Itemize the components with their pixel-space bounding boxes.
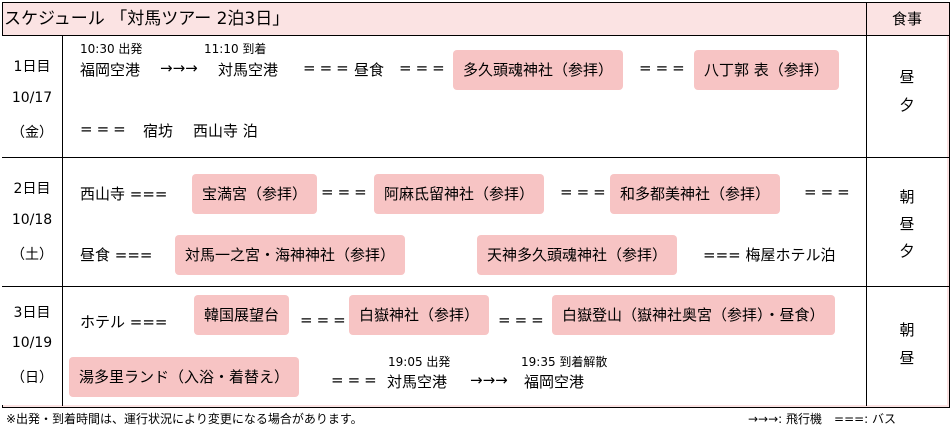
place-text: 対馬空港 xyxy=(387,373,448,391)
meal-cell: 昼 夕 xyxy=(867,36,947,157)
day-cell: 1日目 10/17 （金） xyxy=(2,36,62,157)
row-divider xyxy=(2,35,949,36)
meal-cell: 朝 昼 夕 xyxy=(867,158,947,286)
day-label: 2日目 xyxy=(13,181,51,197)
spot-highlight: 韓国展望台 xyxy=(194,295,290,335)
departure-time: 10:30 出発 xyxy=(80,42,143,56)
meal-item: 昼 xyxy=(899,215,915,233)
flight-arrow: →→→ xyxy=(160,59,198,77)
spot-highlight: 多久頭魂神社（参拝） xyxy=(453,50,624,90)
place-text: 西山寺 泊 xyxy=(193,122,258,140)
flight-arrow: →→→ xyxy=(470,371,508,389)
row-divider xyxy=(2,157,949,158)
footer-note: ※出発・到着時間は、運行状況により変更になる場合があります。 xyxy=(6,412,363,426)
arrival-time: 19:35 到着解散 xyxy=(521,355,608,369)
meal-item: 昼 xyxy=(899,68,915,86)
page-title: スケジュール 「対馬ツアー 2泊3日」 xyxy=(4,9,290,29)
meal-item: 夕 xyxy=(899,242,915,260)
meal-cell: 朝 昼 xyxy=(867,287,947,405)
spot-highlight: 白嶽登山（嶽神社奥宮（参拝）・昼食） xyxy=(552,295,835,335)
place-text: 福岡空港 xyxy=(524,373,585,391)
meal-item: 朝 xyxy=(899,188,915,206)
place-text: 福岡空港 xyxy=(80,61,141,79)
place-text: 西山寺 === xyxy=(80,185,168,203)
day-date: 10/17 xyxy=(11,90,53,106)
spot-highlight: 白嶽神社（参拝） xyxy=(349,295,490,335)
spot-highlight: 湯多里ランド（入浴・着替え） xyxy=(69,357,300,397)
meal-item: 朝 xyxy=(899,321,915,339)
day-label: 3日目 xyxy=(13,305,51,321)
column-divider xyxy=(866,2,867,406)
bus-connector: === xyxy=(300,311,350,329)
meal-item: 夕 xyxy=(899,96,915,114)
day-content: ホテル === 韓国展望台 === 白嶽神社（参拝） === 白嶽登山（嶽神社奥… xyxy=(63,287,866,405)
meal-text: 昼食 xyxy=(354,61,385,79)
arrival-time: 11:10 到着 xyxy=(204,42,267,56)
spot-highlight: 阿麻氐留神社（参拝） xyxy=(374,174,545,214)
day-weekday: （日） xyxy=(11,370,53,386)
meal-item: 昼 xyxy=(899,349,915,367)
day-label: 1日目 xyxy=(13,59,51,75)
bus-connector: === xyxy=(639,59,689,77)
spot-highlight: 宝満宮（参拝） xyxy=(192,174,318,214)
column-divider xyxy=(62,36,63,406)
place-text: ホテル === xyxy=(80,313,168,331)
departure-time: 19:05 出発 xyxy=(388,355,451,369)
day-date: 10/18 xyxy=(11,212,53,228)
bus-connector: === xyxy=(399,59,449,77)
day-content: 西山寺 === 宝満宮（参拝） === 阿麻氐留神社（参拝） === 和多都美神… xyxy=(63,158,866,286)
bus-connector: === xyxy=(303,59,353,77)
spot-highlight: 八丁郭 表（参拝） xyxy=(694,50,839,90)
day-content: 10:30 出発 11:10 到着 福岡空港 →→→ 対馬空港 === 昼食 =… xyxy=(63,36,866,157)
bus-connector: === xyxy=(80,120,130,138)
bus-connector: === xyxy=(560,183,610,201)
meal-text: 昼食 === xyxy=(80,246,153,264)
spot-highlight: 対馬一之宮・海神神社（参拝） xyxy=(175,235,406,275)
bus-connector: === xyxy=(321,183,371,201)
spot-highlight: 和多都美神社（参拝） xyxy=(610,174,781,214)
bus-connector: === xyxy=(498,311,548,329)
legend: →→→: 飛行機 ===: バス xyxy=(748,412,897,426)
day-cell: 2日目 10/18 （土） xyxy=(2,158,62,286)
day-weekday: （金） xyxy=(11,125,53,141)
day-weekday: （土） xyxy=(11,247,53,263)
place-text: === 梅屋ホテル泊 xyxy=(703,246,836,264)
day-cell: 3日目 10/19 （日） xyxy=(2,287,62,405)
spot-highlight: 天神多久頭魂神社（参拝） xyxy=(477,235,678,275)
row-divider xyxy=(2,286,949,287)
place-text: 対馬空港 xyxy=(218,61,279,79)
bus-connector: === xyxy=(804,183,854,201)
day-date: 10/19 xyxy=(11,335,53,351)
meal-header: 食事 xyxy=(891,10,922,28)
place-text: 宿坊 xyxy=(143,122,174,140)
bus-connector: === xyxy=(331,371,381,389)
